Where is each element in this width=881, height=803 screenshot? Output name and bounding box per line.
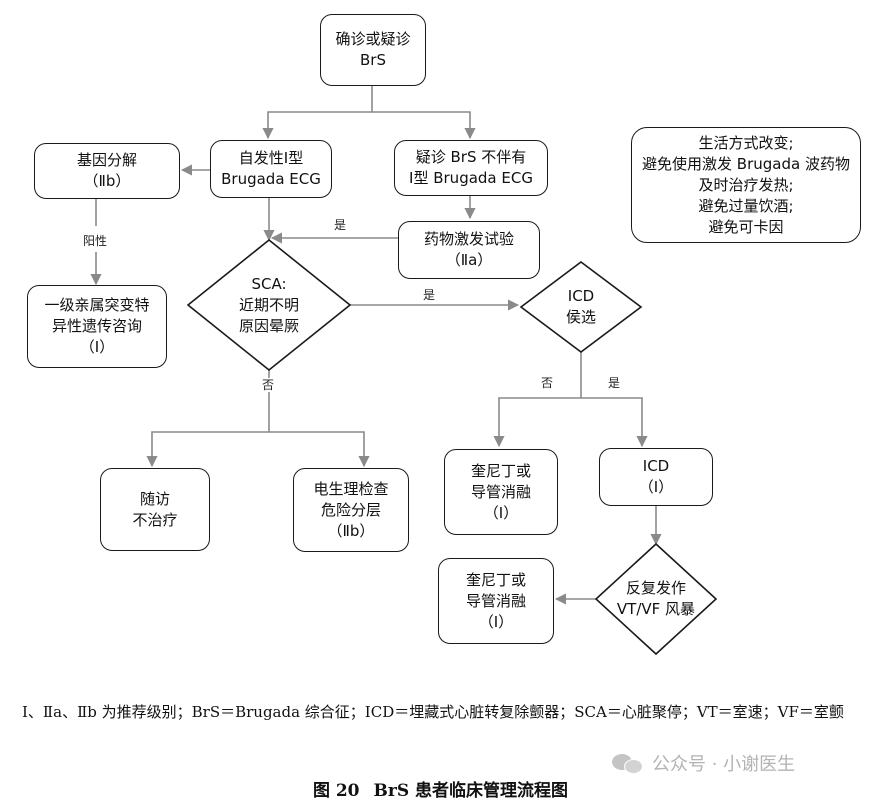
icd-candidate-label: ICD 侯选 [565, 287, 596, 326]
wechat-icon [612, 752, 643, 774]
edge-sca-no-2 [146, 392, 270, 468]
vt-storm-label: 反复发作 VT/VF 风暴 [616, 579, 696, 618]
relative-counsel-node: 一级亲属突变特 异性遗传咨询 （Ⅰ） [27, 285, 167, 368]
watermark: 公众号 · 小谢医生 [612, 750, 795, 776]
label-yes-drug: 是 [334, 218, 347, 232]
quinidine-ablation-node-2: 奎尼丁或 导管消融 （Ⅰ） [438, 558, 554, 644]
flow-connectors [90, 86, 718, 656]
gene-test-node: 基因分解 （Ⅱb） [34, 143, 180, 199]
ep-study-node: 电生理检查 危险分层 （Ⅱb） [293, 468, 409, 552]
label-no-sca: 否 [262, 378, 275, 392]
figure-number: 图 20 [312, 781, 360, 801]
label-no-icd: 否 [541, 376, 554, 390]
quinidine-ablation-node-1: 奎尼丁或 导管消融 （Ⅰ） [444, 449, 558, 535]
figure-title: BrS 患者临床管理流程图 [373, 781, 569, 801]
drug-test-node: 药物激发试验 （Ⅱa） [398, 221, 540, 279]
sca-diamond [186, 238, 352, 372]
sca-label: SCA: 近期不明 原因晕厥 [238, 274, 299, 335]
icd-candidate-diamond [519, 261, 643, 353]
lifestyle-node: 生活方式改变; 避免使用激发 Brugada 波药物 及时治疗发热; 避免过量饮… [631, 127, 861, 243]
label-yes-sca: 是 [423, 288, 436, 302]
start-node: 确诊或疑诊 BrS [320, 14, 426, 86]
watermark-text: 公众号 · 小谢医生 [652, 754, 796, 775]
edge-start-split [262, 86, 373, 140]
follow-up-node: 随访 不治疗 [100, 468, 210, 551]
legend-text: Ⅰ、Ⅱa、Ⅱb 为推荐级别；BrS＝Brugada 综合征；ICD＝埋藏式心脏转… [22, 703, 844, 721]
figure-caption: 图 20 BrS 患者临床管理流程图 [0, 776, 881, 801]
edge-icdcand-no [493, 397, 581, 448]
edge-start-suspect [372, 111, 476, 140]
icd-node: ICD （Ⅰ） [599, 448, 713, 506]
label-yes-icd: 是 [608, 376, 621, 390]
edge-icdcand-yes [581, 397, 648, 448]
label-positive: 阳性 [83, 234, 108, 248]
edge-sca-ep [269, 431, 370, 468]
vt-storm-diamond [594, 542, 718, 656]
suspect-node: 疑诊 BrS 不伴有 Ⅰ型 Brugada ECG [394, 140, 548, 196]
type1-ecg-node: 自发性Ⅰ型 Brugada ECG [210, 140, 332, 198]
